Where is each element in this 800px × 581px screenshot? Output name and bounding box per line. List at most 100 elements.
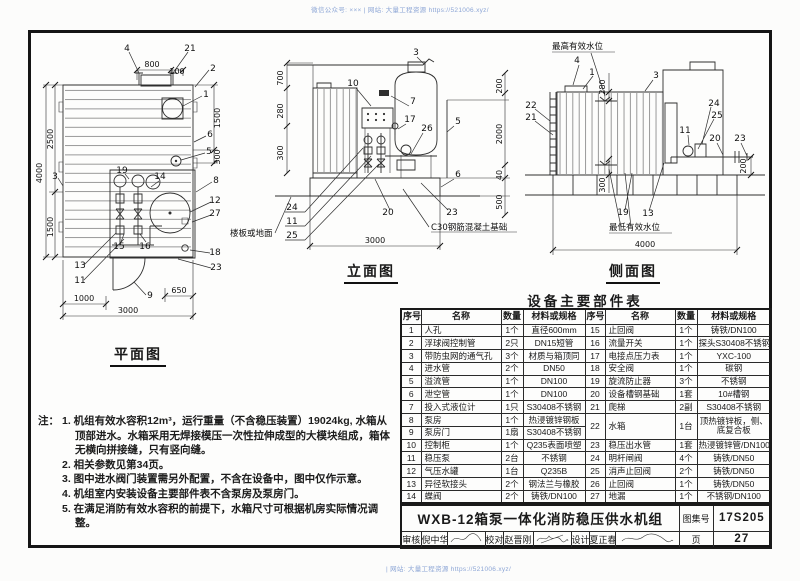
callout-23: 23 — [210, 263, 221, 273]
floor-annotation: 楼板或地面 — [230, 228, 273, 239]
dim-3000: 3000 — [118, 306, 138, 315]
callout-19: 19 — [116, 166, 128, 176]
dim-4000-side: 4000 — [635, 240, 655, 249]
designer-name: 夏正春 — [588, 530, 616, 548]
callout-27: 27 — [209, 209, 220, 219]
callout-24: 24 — [286, 203, 298, 213]
dim-700: 700 — [276, 70, 285, 85]
title-block: WXB-12箱泵一体化消防稳压供水机组 图集号 17S205 审核 倪中华 校对… — [400, 504, 773, 549]
plan-view-drawing: 800 100 4000 2500 1500 1500 300 1000 650… — [35, 44, 222, 365]
callout-3: 3 — [653, 71, 659, 81]
callout-8: 8 — [213, 176, 219, 186]
dim-280: 280 — [276, 103, 285, 118]
callout-11: 11 — [286, 217, 297, 227]
watermark-bottom: | 网站: 大量工程资源 https://521006.xyz/ — [386, 566, 512, 573]
callout-18: 18 — [209, 248, 221, 258]
page-label: 页 — [678, 530, 714, 548]
check-label: 校对 — [484, 530, 504, 548]
foundation-annotation: C30钢筋混凝土基础 — [431, 222, 507, 233]
dim-1500-right: 1500 — [213, 108, 222, 128]
tank-corrugation — [65, 87, 191, 255]
checker-signature — [532, 530, 572, 548]
callout-4: 4 — [574, 56, 580, 66]
elevation-view-drawing: 700 280 300 200 2000 40 500 3000 3 10 7 … — [230, 48, 527, 285]
dim-300-side: 300 — [598, 177, 607, 192]
elevation-view-label: 立面图 — [344, 261, 398, 284]
note-item: 4. 机组室内安装设备主要部件表不含泵房及泵房门。 — [62, 487, 305, 500]
dim-40: 40 — [495, 170, 504, 180]
callout-16: 16 — [139, 242, 151, 252]
note-item: 3. 图中进水阀门装置需另外配置，不含在设备中，图中仅作示意。 — [62, 473, 368, 486]
callout-11: 11 — [679, 126, 690, 136]
designer-signature — [614, 530, 680, 548]
atlas-no-value: 17S205 — [712, 504, 772, 532]
dim-280-side: 280 — [598, 79, 607, 94]
callout-5: 5 — [206, 147, 212, 157]
side-view-label: 侧面图 — [606, 261, 660, 284]
reviewer-signature — [446, 530, 486, 548]
callout-1: 1 — [203, 90, 209, 100]
dim-800: 800 — [144, 60, 159, 69]
callout-7: 7 — [410, 97, 416, 107]
design-label: 设计 — [570, 530, 590, 548]
note-item: 1. 机组有效水容积12m³，运行重量（不含稳压装置）19024kg, 水箱从顶… — [62, 415, 390, 457]
sheet-title: WXB-12箱泵一体化消防稳压供水机组 — [400, 504, 680, 532]
dim-2500: 2500 — [46, 129, 55, 149]
notes-block: 注： 1. 机组有效水容积12m³，运行重量（不含稳压装置）19024kg, 水… — [38, 414, 392, 531]
dim-200: 200 — [495, 78, 504, 93]
callout-13: 13 — [642, 209, 653, 219]
atlas-no-label: 图集号 — [678, 504, 714, 532]
callout-25: 25 — [286, 231, 297, 241]
callout-1: 1 — [589, 68, 595, 78]
dim-200-side: 200 — [739, 158, 748, 173]
dim-1500-left: 1500 — [46, 217, 55, 237]
dim-100: 100 — [169, 67, 184, 76]
plan-view-label: 平面图 — [110, 344, 166, 367]
dim-500: 500 — [495, 194, 504, 209]
callout-26: 26 — [421, 124, 433, 134]
callout-11: 11 — [74, 276, 85, 286]
callout-21: 21 — [184, 44, 195, 54]
checker-name: 赵晋刚 — [502, 530, 534, 548]
callout-25: 25 — [711, 111, 722, 121]
callout-3: 3 — [52, 172, 58, 182]
callout-23: 23 — [446, 208, 457, 218]
callout-4: 4 — [124, 44, 130, 54]
callout-12: 12 — [209, 196, 220, 206]
parts-table-title: 设备主要部件表 — [527, 294, 643, 309]
callout-22: 22 — [525, 101, 536, 111]
callout-6: 6 — [207, 130, 213, 140]
callout-24: 24 — [708, 99, 720, 109]
dim-3000-elev: 3000 — [365, 236, 385, 245]
note-item: 5. 在满足消防有效水容积的前提下，水箱尺寸可根据机房实际情况调整。 — [62, 502, 379, 530]
note-item: 2. 相关参数见第34页。 — [62, 458, 170, 471]
callout-10: 10 — [347, 79, 359, 89]
review-label: 审核 — [400, 530, 422, 548]
callout-21: 21 — [525, 113, 536, 123]
callout-2: 2 — [210, 64, 216, 74]
page-number: 27 — [712, 530, 772, 548]
dim-300-right: 300 — [213, 149, 222, 164]
callout-20: 20 — [382, 208, 394, 218]
dim-300: 300 — [276, 145, 285, 160]
callout-15: 15 — [113, 242, 124, 252]
max-water-level-label: 最高有效水位 — [552, 41, 604, 52]
notes-prefix: 注： — [38, 415, 59, 427]
callout-14: 14 — [154, 172, 166, 182]
notes-list: 1. 机组有效水容积12m³，运行重量（不含稳压装置）19024kg, 水箱从顶… — [62, 414, 392, 531]
side-view-drawing: 最高有效水位 最低有效水位 280 300 200 4000 4 1 3 22 … — [525, 41, 775, 283]
min-water-level-label: 最低有效水位 — [609, 222, 661, 233]
